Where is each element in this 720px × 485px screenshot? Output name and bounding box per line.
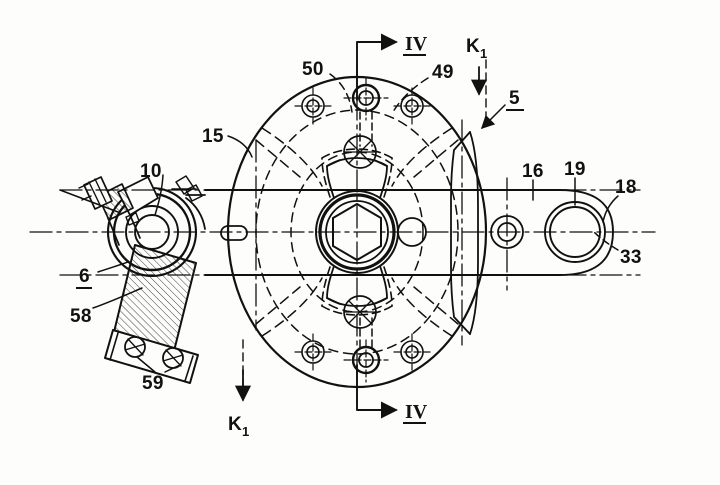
section-line-iv-top — [356, 33, 398, 101]
view-marker-k1-top-subscript: 1 — [480, 46, 487, 61]
ref-label-10: 10 — [140, 161, 162, 182]
leader-lines — [92, 73, 619, 373]
ref-label-19: 19 — [564, 159, 586, 180]
leader-49 — [392, 77, 429, 113]
leader-59 — [136, 356, 181, 373]
cap-screw — [343, 295, 377, 329]
view-marker-k1-bottom-letter: K — [228, 414, 242, 435]
centre-lines — [29, 61, 656, 406]
ref-label-59: 59 — [142, 373, 164, 394]
section-marker-iv-top: IV — [405, 33, 428, 55]
drawing-linework — [29, 33, 656, 419]
oblong-slot — [220, 225, 248, 241]
cap-screw — [343, 135, 377, 169]
view-marker-k1-top-letter: K — [466, 36, 480, 57]
ref-label-6: 6 — [79, 266, 90, 287]
bolt-hole — [343, 317, 389, 383]
ref-label-15: 15 — [202, 126, 224, 147]
ref-label-5: 5 — [509, 88, 520, 109]
cap-screw-group — [343, 135, 377, 329]
connector-fitting — [59, 176, 159, 246]
section-marker-iv-bottom: IV — [405, 401, 428, 423]
internal-web-hidden — [321, 148, 393, 316]
bolt-hole — [294, 87, 332, 125]
ref-label-18: 18 — [615, 177, 637, 198]
bracket-screw — [124, 336, 146, 358]
ref-label-49: 49 — [432, 62, 454, 83]
ref-label-58: 58 — [70, 306, 92, 327]
leader-33 — [593, 231, 619, 251]
bolt-hole-group — [294, 77, 431, 383]
bolt-hole — [393, 333, 431, 371]
section-line-iv-bottom — [356, 364, 398, 419]
ref-label-33: 33 — [620, 247, 642, 268]
leader-15 — [227, 135, 253, 158]
leader-58 — [92, 287, 143, 309]
leader-18 — [602, 195, 619, 223]
leader-6 — [97, 261, 129, 273]
leader-5 — [480, 104, 506, 130]
bracket-flange — [104, 329, 199, 384]
bracket-assembly-6 — [59, 175, 206, 384]
ref-label-16: 16 — [522, 161, 544, 182]
bolt-hole — [294, 333, 332, 371]
label-layer: 50 49 15 5 10 16 19 18 33 6 58 59 IV IV … — [70, 33, 642, 439]
leader-10 — [154, 174, 164, 216]
leader-50 — [329, 73, 353, 113]
ref-label-50: 50 — [302, 59, 324, 80]
bolt-hole — [393, 87, 431, 125]
sector-divider-lines — [255, 127, 459, 337]
view-arrow-k1-top — [470, 59, 488, 121]
view-marker-k1-bottom-subscript: 1 — [242, 424, 249, 439]
